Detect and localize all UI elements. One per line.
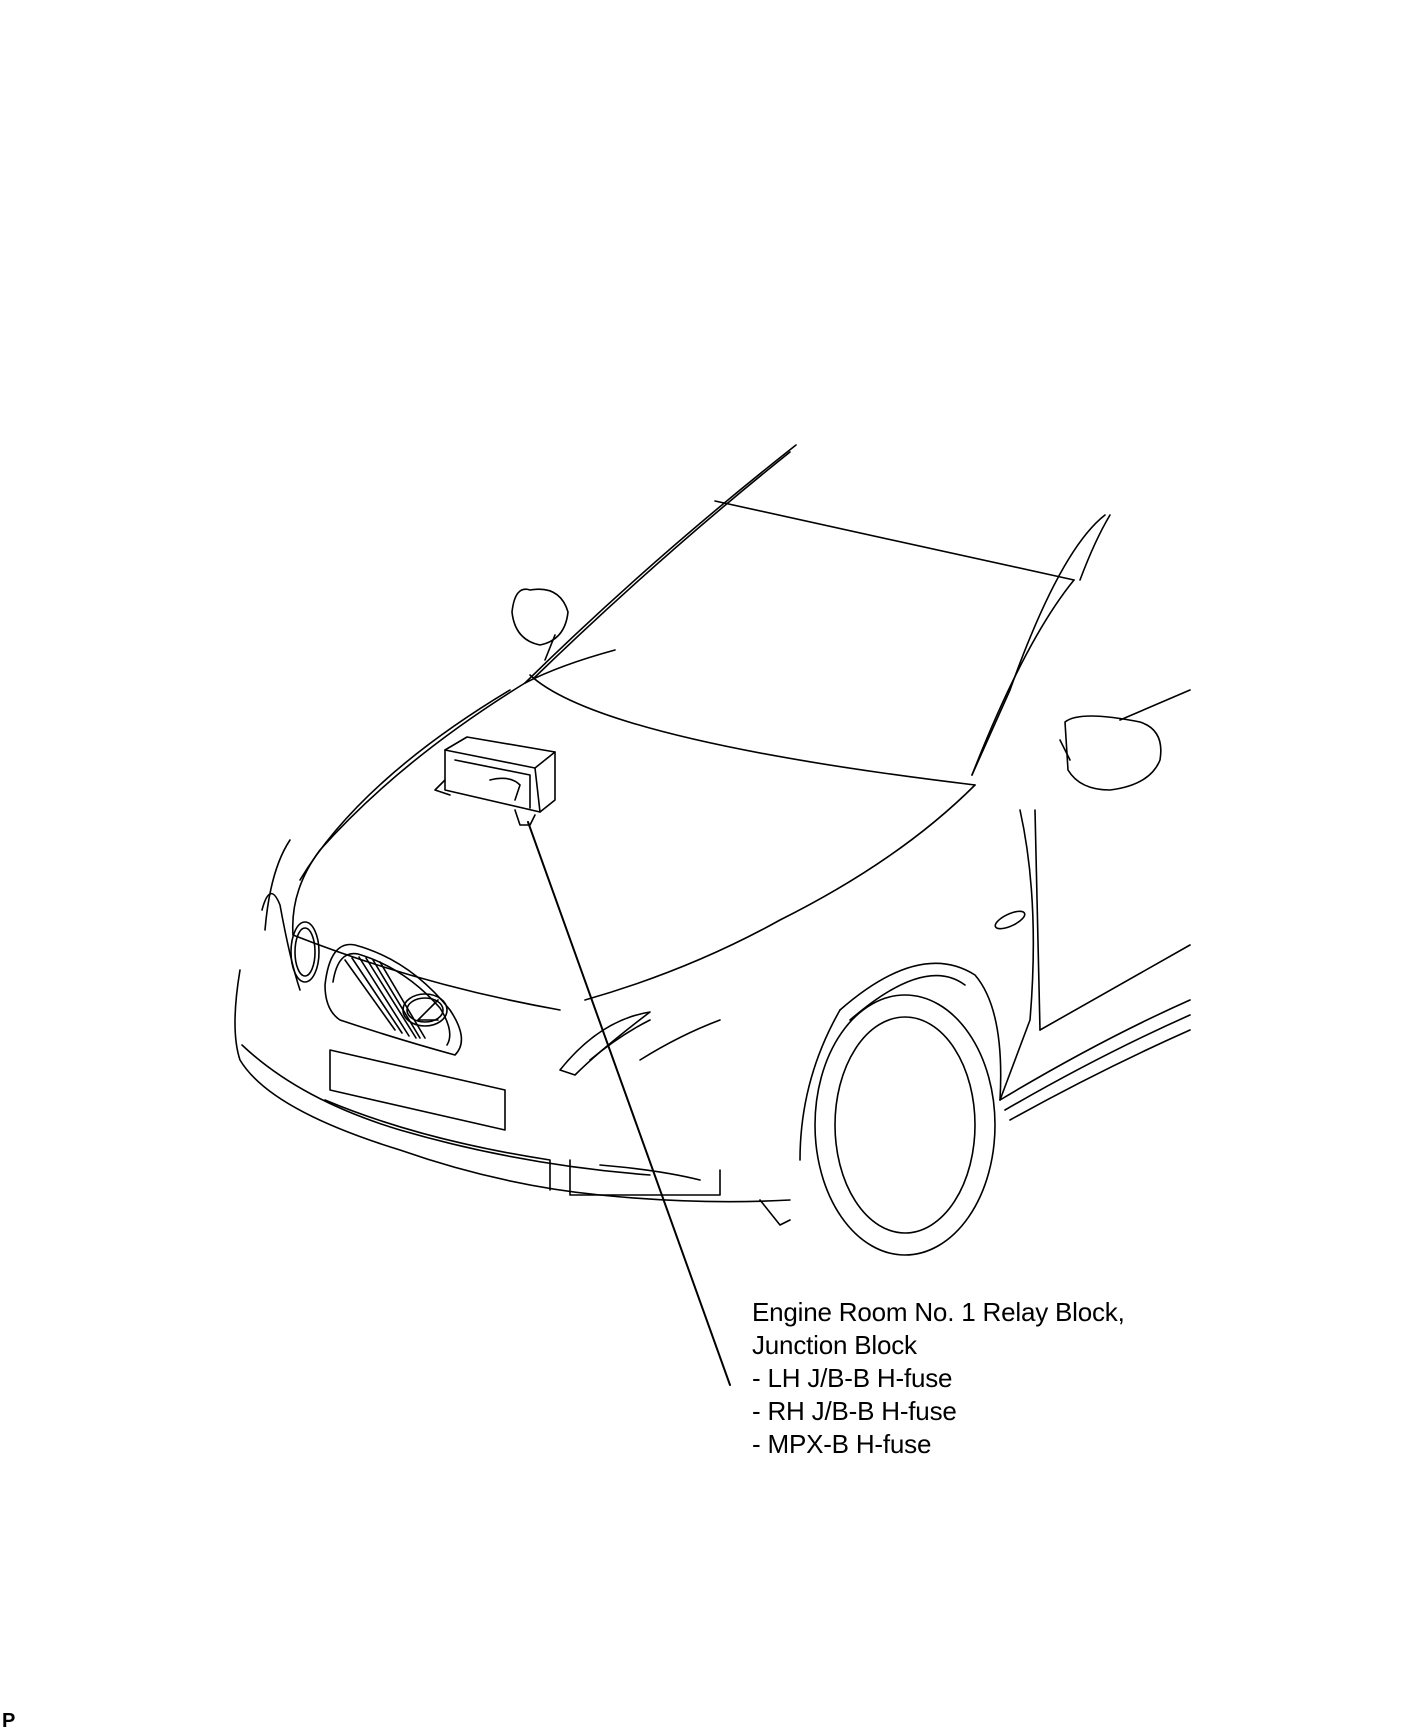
callout-title: Engine Room No. 1 Relay Block, [752, 1297, 1125, 1327]
callout-fuse-lh: - LH J/B-B H-fuse [752, 1363, 953, 1393]
lexus-emblem [402, 993, 448, 1027]
left-headlight [261, 892, 320, 991]
corner-mark: P [2, 1710, 16, 1732]
callout-fuse-mpx: - MPX-B H-fuse [752, 1429, 932, 1459]
right-mirror [1059, 715, 1162, 791]
front-bumper [234, 969, 791, 1226]
callout-subtitle: Junction Block [752, 1330, 917, 1360]
callout-fuse-rh: - RH J/B-B H-fuse [752, 1396, 957, 1426]
leader-line [527, 821, 731, 1386]
component-callout: Engine Room No. 1 Relay Block, Junction … [752, 1296, 1212, 1461]
hood [264, 674, 976, 1011]
left-mirror [511, 588, 569, 661]
right-side-body [994, 689, 1191, 1121]
front-wheel [799, 962, 1002, 1256]
relay-block-component [434, 736, 556, 826]
windshield [524, 444, 1111, 776]
right-headlight [559, 1011, 721, 1076]
grille [324, 943, 463, 1056]
